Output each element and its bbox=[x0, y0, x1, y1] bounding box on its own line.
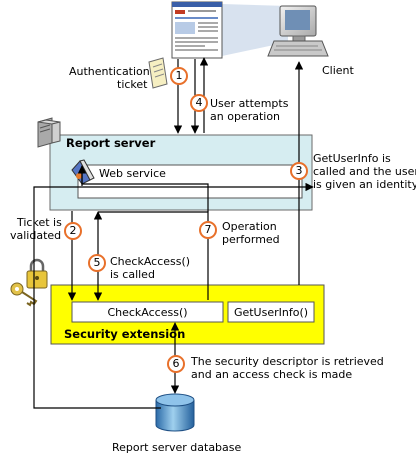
step-7-marker: 7 bbox=[199, 221, 217, 239]
step-5-marker: 5 bbox=[88, 254, 106, 272]
security-extension-title: Security extension bbox=[64, 327, 186, 341]
step-2-text-line2: validated bbox=[10, 229, 62, 242]
server-icon bbox=[37, 117, 61, 148]
web-service-box bbox=[77, 164, 303, 199]
getuserinfo-label: GetUserInfo() bbox=[233, 306, 309, 319]
step-2-text-line1: Ticket is bbox=[17, 216, 62, 229]
getuserinfo-box bbox=[227, 301, 315, 323]
step-6-text-line1: The security descriptor is retrieved bbox=[191, 355, 384, 368]
step-6-text-line2: and an access check is made bbox=[191, 368, 353, 381]
step-3-marker: 3 bbox=[290, 162, 308, 180]
report-server-title: Report server bbox=[66, 136, 156, 150]
step-1-text-line2: ticket bbox=[117, 78, 148, 91]
browser-window-icon bbox=[171, 1, 223, 59]
padlock-keys-icon bbox=[10, 258, 48, 307]
step-3-text-line3: is given an identity bbox=[313, 178, 416, 191]
step-1-text-line1: Authentication bbox=[69, 65, 150, 78]
step-4-text-line2: an operation bbox=[210, 110, 281, 123]
database-label: Report server database bbox=[112, 441, 242, 454]
step-6-marker: 6 bbox=[167, 355, 185, 373]
arrow-database-to-server bbox=[33, 182, 314, 409]
ticket-scroll-icon bbox=[148, 57, 168, 89]
step-5-text-line2: is called bbox=[110, 268, 155, 281]
step-7-text-line1: Operation bbox=[222, 220, 277, 233]
step-7-text-line2: performed bbox=[222, 233, 280, 246]
display-beam bbox=[222, 4, 288, 56]
database-icon bbox=[155, 393, 195, 432]
step-3-text-line2: called and the user bbox=[313, 165, 416, 178]
checkaccess-label: CheckAccess() bbox=[107, 306, 188, 319]
client-computer-icon bbox=[267, 5, 329, 57]
step-4-marker: 4 bbox=[190, 94, 208, 112]
step-2-marker: 2 bbox=[64, 222, 82, 240]
checkaccess-box bbox=[71, 301, 224, 323]
client-label: Client bbox=[322, 64, 354, 77]
step-3-text-line1: GetUserInfo is bbox=[313, 152, 391, 165]
step-4-text-line1: User attempts bbox=[210, 97, 289, 110]
step-1-marker: 1 bbox=[170, 67, 188, 85]
step-5-text-line1: CheckAccess() bbox=[110, 255, 191, 268]
web-service-label: Web service bbox=[99, 167, 166, 180]
